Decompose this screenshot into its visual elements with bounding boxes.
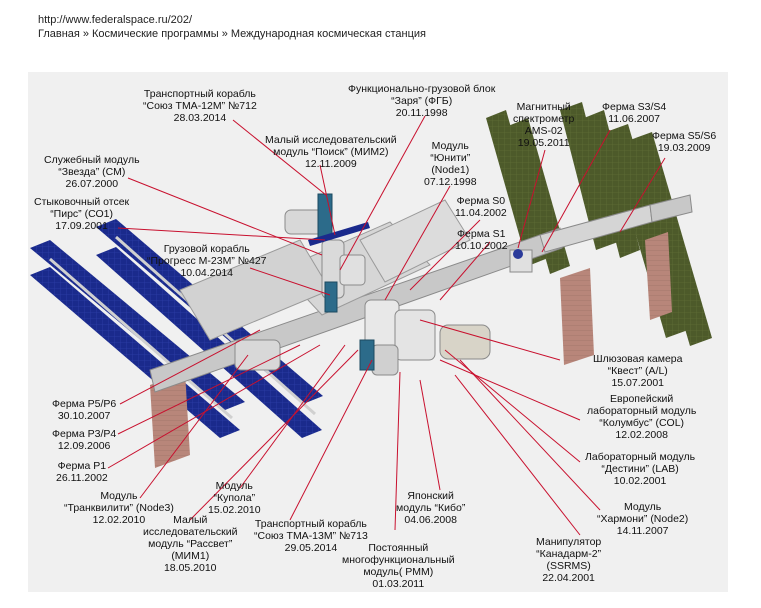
label-zarya: Функционально-грузовой блок“Заря” (ФГБ)2… [348,83,496,119]
label-harmony: Модуль“Хармони” (Node2)14.11.2007 [597,501,689,537]
label-zvezda: Служебный модуль“Звезда” (СМ)26.07.2000 [44,154,140,190]
leader-lines [107,115,666,536]
breadcrumb-current: Международная космическая станция [230,28,426,40]
label-quest: Шлюзовая камера“Квест” (A/L)15.07.2001 [593,353,683,389]
label-unity: Модуль“Юнити”(Node1)07.12.1998 [424,140,477,188]
label-cupola: Модуль“Купола”15.02.2010 [208,480,261,516]
page-url: http://www.federalspace.ru/202/ [38,14,193,26]
breadcrumb-separator: » [82,28,89,40]
breadcrumb-space-programs[interactable]: Космические программы [92,28,219,40]
copper-radiators [150,232,672,468]
us-segment [234,249,533,376]
label-canadarm: Манипулятор“Канадарм-2”(SSRMS)22.04.2001 [536,536,602,584]
breadcrumb: Главная»Космические программы»Международ… [38,28,426,40]
label-destiny: Лабораторный модуль“Дестини” (LAB)10.02.… [585,451,696,487]
label-tranquility: Модуль“Транквилити” (Node3)12.02.2010 [64,490,174,526]
breadcrumb-separator: » [221,28,228,40]
breadcrumb-home[interactable]: Главная [38,28,80,40]
russian-segment [284,193,370,313]
label-pirs: Стыковочный отсек“Пирс” (СО1)17.09.2001 [34,196,130,232]
